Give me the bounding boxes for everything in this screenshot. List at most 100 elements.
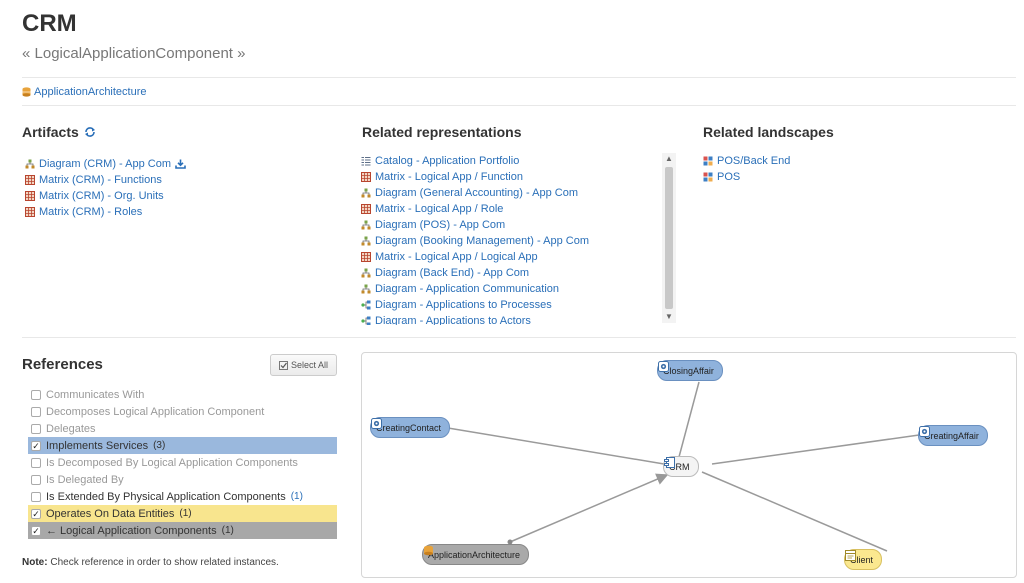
reference-item[interactable]: Is Decomposed By Logical Application Com… bbox=[28, 454, 337, 471]
reference-item[interactable]: Delegates bbox=[28, 420, 337, 437]
related-representations-scrollbar[interactable]: ▲ ▼ bbox=[662, 153, 676, 323]
reference-checkbox[interactable] bbox=[31, 491, 41, 502]
diagram-icon bbox=[361, 220, 371, 230]
diagram-icon bbox=[361, 236, 371, 246]
graph-node-label: ClosingAffair bbox=[663, 365, 714, 376]
representation-item[interactable]: Diagram (Booking Management) - App Com bbox=[361, 233, 677, 249]
database-icon bbox=[22, 87, 31, 97]
relationship-graph[interactable]: ClosingAffair CreatingContact CreatingAf… bbox=[361, 352, 1017, 578]
related-representations-scrollbox[interactable]: Catalog - Application Portfolio Matrix -… bbox=[361, 153, 677, 325]
representation-item[interactable]: Matrix - Logical App / Function bbox=[361, 169, 677, 185]
reference-checkbox-checked[interactable]: ✓ bbox=[31, 508, 41, 519]
reference-item[interactable]: Is Delegated By bbox=[28, 471, 337, 488]
graph-edge-anchor bbox=[507, 539, 513, 545]
artifact-item[interactable]: Diagram (CRM) - App Com bbox=[25, 156, 186, 172]
select-all-label: Select All bbox=[290, 360, 329, 370]
matrix-icon bbox=[25, 207, 35, 217]
reference-item[interactable]: Is Extended By Physical Application Comp… bbox=[28, 488, 337, 505]
download-icon[interactable] bbox=[175, 159, 186, 169]
representation-label[interactable]: Diagram - Applications to Actors bbox=[375, 315, 531, 325]
representation-item[interactable]: Matrix - Logical App / Role bbox=[361, 201, 677, 217]
matrix-icon bbox=[25, 175, 35, 185]
reference-label[interactable]: Operates On Data Entities bbox=[46, 507, 175, 520]
matrix-icon bbox=[361, 172, 371, 182]
reference-item[interactable]: Communicates With bbox=[28, 386, 337, 403]
artifact-label[interactable]: Matrix (CRM) - Functions bbox=[39, 174, 162, 186]
graph-node-closing-affair[interactable]: ClosingAffair bbox=[657, 360, 723, 381]
reference-checkbox[interactable] bbox=[31, 474, 41, 485]
artifact-item[interactable]: Matrix (CRM) - Functions bbox=[25, 172, 186, 188]
graph-node-client[interactable]: Client bbox=[844, 549, 883, 570]
scroll-down-arrow-icon[interactable]: ▼ bbox=[665, 312, 673, 321]
divider bbox=[22, 77, 1016, 78]
artifact-label[interactable]: Matrix (CRM) - Roles bbox=[39, 206, 143, 218]
landscape-label[interactable]: POS bbox=[717, 171, 741, 183]
reference-item[interactable]: ✓ ← Logical Application Components (1) bbox=[28, 522, 337, 539]
select-all-button[interactable]: Select All bbox=[270, 354, 337, 376]
reference-label[interactable]: Delegates bbox=[46, 422, 96, 435]
catalog-icon bbox=[361, 157, 371, 166]
representation-label[interactable]: Diagram (General Accounting) - App Com bbox=[375, 187, 578, 199]
reference-label[interactable]: Is Delegated By bbox=[46, 473, 124, 486]
landscape-label[interactable]: POS/Back End bbox=[717, 155, 791, 167]
note-text: Check reference in order to show related… bbox=[50, 557, 279, 568]
landscape-icon bbox=[703, 156, 713, 166]
representation-label[interactable]: Diagram (Back End) - App Com bbox=[375, 267, 530, 279]
artifact-label[interactable]: Diagram (CRM) - App Com bbox=[39, 158, 172, 170]
graph-edge bbox=[678, 381, 700, 458]
representation-item[interactable]: Diagram - Application Communication bbox=[361, 281, 677, 297]
representation-item[interactable]: Diagram - Applications to Actors bbox=[361, 313, 677, 325]
related-landscapes-heading: Related landscapes bbox=[703, 124, 834, 140]
reference-checkbox-checked[interactable]: ✓ bbox=[31, 525, 41, 536]
representation-item[interactable]: Catalog - Application Portfolio bbox=[361, 153, 677, 169]
reference-checkbox[interactable] bbox=[31, 389, 41, 400]
representation-label[interactable]: Diagram (POS) - App Com bbox=[375, 219, 506, 231]
representation-label[interactable]: Catalog - Application Portfolio bbox=[375, 155, 520, 167]
artifact-item[interactable]: Matrix (CRM) - Roles bbox=[25, 204, 186, 220]
reference-label[interactable]: ← Logical Application Components bbox=[46, 524, 217, 537]
representation-label[interactable]: Matrix - Logical App / Role bbox=[375, 203, 504, 215]
representation-item[interactable]: Diagram (General Accounting) - App Com bbox=[361, 185, 677, 201]
reference-item[interactable]: ✓ Implements Services (3) bbox=[28, 437, 337, 454]
representation-item[interactable]: Diagram (Back End) - App Com bbox=[361, 265, 677, 281]
artifacts-list: Diagram (CRM) - App Com Matrix (CRM) - F… bbox=[25, 156, 186, 220]
reference-count: (1) bbox=[290, 491, 303, 502]
reference-label[interactable]: Implements Services bbox=[46, 439, 149, 452]
artifact-label[interactable]: Matrix (CRM) - Org. Units bbox=[39, 190, 164, 202]
reference-checkbox-checked[interactable]: ✓ bbox=[31, 440, 41, 451]
representation-label[interactable]: Diagram - Applications to Processes bbox=[375, 299, 552, 311]
related-representations-heading: Related representations bbox=[362, 124, 522, 140]
graph-edge bbox=[447, 427, 665, 465]
reference-label[interactable]: Decomposes Logical Application Component bbox=[46, 405, 265, 418]
graph-node-creating-contact[interactable]: CreatingContact bbox=[370, 417, 451, 438]
representation-item[interactable]: Matrix - Logical App / Logical App bbox=[361, 249, 677, 265]
reference-checkbox[interactable] bbox=[31, 406, 41, 417]
reference-item[interactable]: ✓ Operates On Data Entities (1) bbox=[28, 505, 337, 522]
reference-count: (1) bbox=[221, 525, 234, 536]
representation-label[interactable]: Matrix - Logical App / Logical App bbox=[375, 251, 538, 263]
artifacts-heading: Artifacts bbox=[22, 124, 96, 140]
scrollbar-thumb[interactable] bbox=[665, 167, 673, 309]
graph-node-crm[interactable]: CRM bbox=[663, 456, 699, 477]
breadcrumb[interactable]: ApplicationArchitecture bbox=[22, 86, 147, 98]
representation-item[interactable]: Diagram (POS) - App Com bbox=[361, 217, 677, 233]
representation-label[interactable]: Diagram (Booking Management) - App Com bbox=[375, 235, 589, 247]
scroll-up-arrow-icon[interactable]: ▲ bbox=[665, 154, 673, 163]
reference-label[interactable]: Is Extended By Physical Application Comp… bbox=[46, 490, 286, 503]
breadcrumb-link[interactable]: ApplicationArchitecture bbox=[34, 86, 147, 98]
divider bbox=[22, 105, 1016, 106]
reference-label[interactable]: Communicates With bbox=[46, 388, 145, 401]
reference-checkbox[interactable] bbox=[31, 423, 41, 434]
graph-node-creating-affair[interactable]: CreatingAffair bbox=[918, 425, 988, 446]
representation-item[interactable]: Diagram - Applications to Processes bbox=[361, 297, 677, 313]
representation-label[interactable]: Diagram - Application Communication bbox=[375, 283, 560, 295]
refresh-icon[interactable] bbox=[84, 126, 96, 138]
reference-label[interactable]: Is Decomposed By Logical Application Com… bbox=[46, 456, 298, 469]
reference-checkbox[interactable] bbox=[31, 457, 41, 468]
landscape-item[interactable]: POS bbox=[703, 169, 790, 185]
graph-node-application-architecture[interactable]: ApplicationArchitecture bbox=[422, 544, 530, 565]
representation-label[interactable]: Matrix - Logical App / Function bbox=[375, 171, 523, 183]
landscape-item[interactable]: POS/Back End bbox=[703, 153, 790, 169]
artifact-item[interactable]: Matrix (CRM) - Org. Units bbox=[25, 188, 186, 204]
reference-item[interactable]: Decomposes Logical Application Component bbox=[28, 403, 337, 420]
